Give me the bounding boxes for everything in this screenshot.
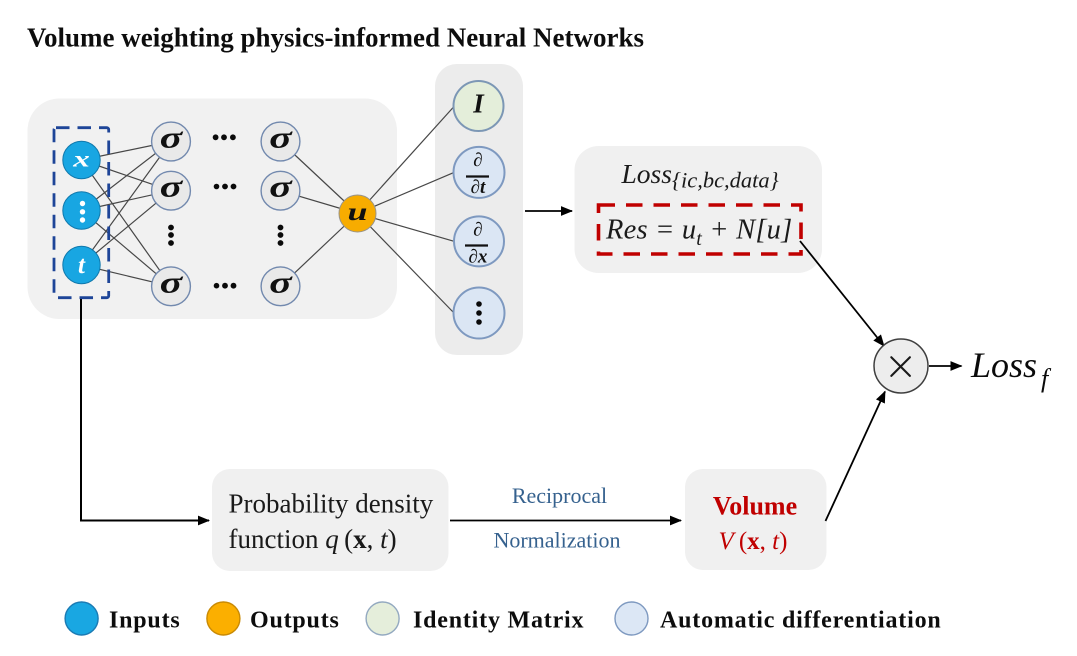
svg-text:Outputs: Outputs <box>250 608 340 634</box>
svg-text:∂: ∂ <box>473 220 482 241</box>
svg-text:σ: σ <box>160 120 184 155</box>
svg-text:Inputs: Inputs <box>109 608 181 634</box>
svg-text:Volume weighting physics-infor: Volume weighting physics-informed Neural… <box>27 23 644 53</box>
svg-text:Identity Matrix: Identity Matrix <box>413 608 584 634</box>
svg-text:function q (x, t): function q (x, t) <box>229 524 397 554</box>
svg-text:Probability density: Probability density <box>229 489 434 519</box>
svg-text:σ: σ <box>269 169 293 204</box>
svg-text:t: t <box>78 252 86 279</box>
svg-text:σ: σ <box>160 264 184 299</box>
svg-text:V (x, t): V (x, t) <box>719 528 788 555</box>
svg-text:∂t: ∂t <box>471 177 486 198</box>
svg-text:Normalization: Normalization <box>493 528 620 553</box>
svg-text:σ: σ <box>269 264 293 299</box>
svg-text:σ: σ <box>160 169 184 204</box>
svg-text:x: x <box>72 147 90 172</box>
svg-text:∂x: ∂x <box>469 246 488 267</box>
svg-text:Reciprocal: Reciprocal <box>512 483 607 508</box>
svg-text:u: u <box>348 199 368 226</box>
svg-text:I: I <box>472 89 485 119</box>
svg-text:σ: σ <box>269 120 293 155</box>
svg-text:Volume: Volume <box>713 492 797 521</box>
svg-text:Automatic differentiation: Automatic differentiation <box>660 608 942 634</box>
svg-text:∂: ∂ <box>473 150 482 171</box>
